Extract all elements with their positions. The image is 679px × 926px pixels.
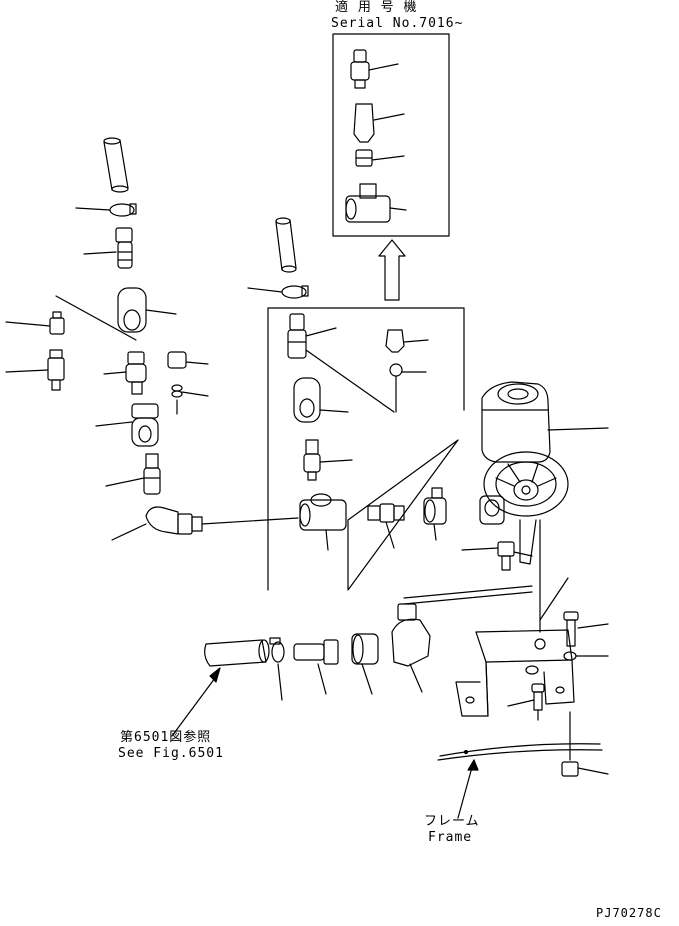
nipple-bottom (294, 640, 338, 694)
hose-clamp-left (76, 204, 136, 216)
banjo-eye-left (118, 288, 176, 332)
reference-arrow (172, 668, 220, 736)
motor-assembly (480, 382, 608, 564)
hose-pipe-left (104, 138, 128, 192)
banjo-bolt-left (104, 352, 146, 394)
center-group (248, 218, 464, 590)
frame-label-en: Frame (428, 830, 473, 845)
serial-part-sleeve (354, 104, 404, 142)
serial-part-adapter (351, 50, 398, 88)
reference-label-en: See Fig.6501 (118, 746, 224, 761)
hose-nipple-left (84, 228, 132, 268)
hose-fitting-left (106, 454, 160, 494)
detail-box-border (268, 308, 464, 590)
reference-label-jp: 第6501図参照 (120, 730, 212, 745)
side-fitting-left (6, 296, 136, 340)
frame-label-jp: フレーム (424, 814, 480, 829)
hose-pipe-center (276, 218, 296, 272)
tee-center (300, 494, 346, 550)
variant-arrow (379, 240, 405, 300)
elbow-bottom (392, 604, 430, 692)
adapter-center (368, 504, 404, 548)
washer-right (564, 652, 608, 660)
serial-variant-box (333, 34, 449, 236)
sensor-left (6, 350, 64, 390)
serial-part-tee (346, 184, 406, 222)
mounting-bracket (456, 620, 574, 716)
plug-center (386, 330, 428, 352)
bolt-right (564, 612, 608, 646)
serial-part-nut (356, 150, 404, 166)
union-bottom (352, 634, 378, 694)
nipple-center (288, 314, 336, 358)
drawing-code: PJ70278C (596, 906, 662, 920)
union-left (96, 404, 158, 446)
hose-clamp-center (248, 286, 308, 298)
union-center (424, 488, 446, 540)
serial-title-en: Serial No.7016~ (331, 16, 464, 31)
left-hose-group (6, 138, 298, 540)
nut-frame (562, 762, 608, 776)
bottom-line-group (205, 604, 430, 700)
bolt-bracket (508, 684, 544, 720)
serial-box-border (333, 34, 449, 236)
feed-line (404, 520, 568, 620)
ball-center (390, 364, 426, 412)
plug-left (168, 352, 208, 414)
valve-right (462, 542, 532, 570)
hose-end-bottom (205, 640, 269, 666)
hose-fitting-center (304, 440, 352, 480)
frame-plate (438, 712, 602, 818)
elbow-left (112, 507, 298, 540)
banjo-eye-center (294, 350, 394, 422)
serial-title-jp: 適 用 号 機 (335, 0, 418, 15)
clamp-bottom (270, 638, 284, 700)
